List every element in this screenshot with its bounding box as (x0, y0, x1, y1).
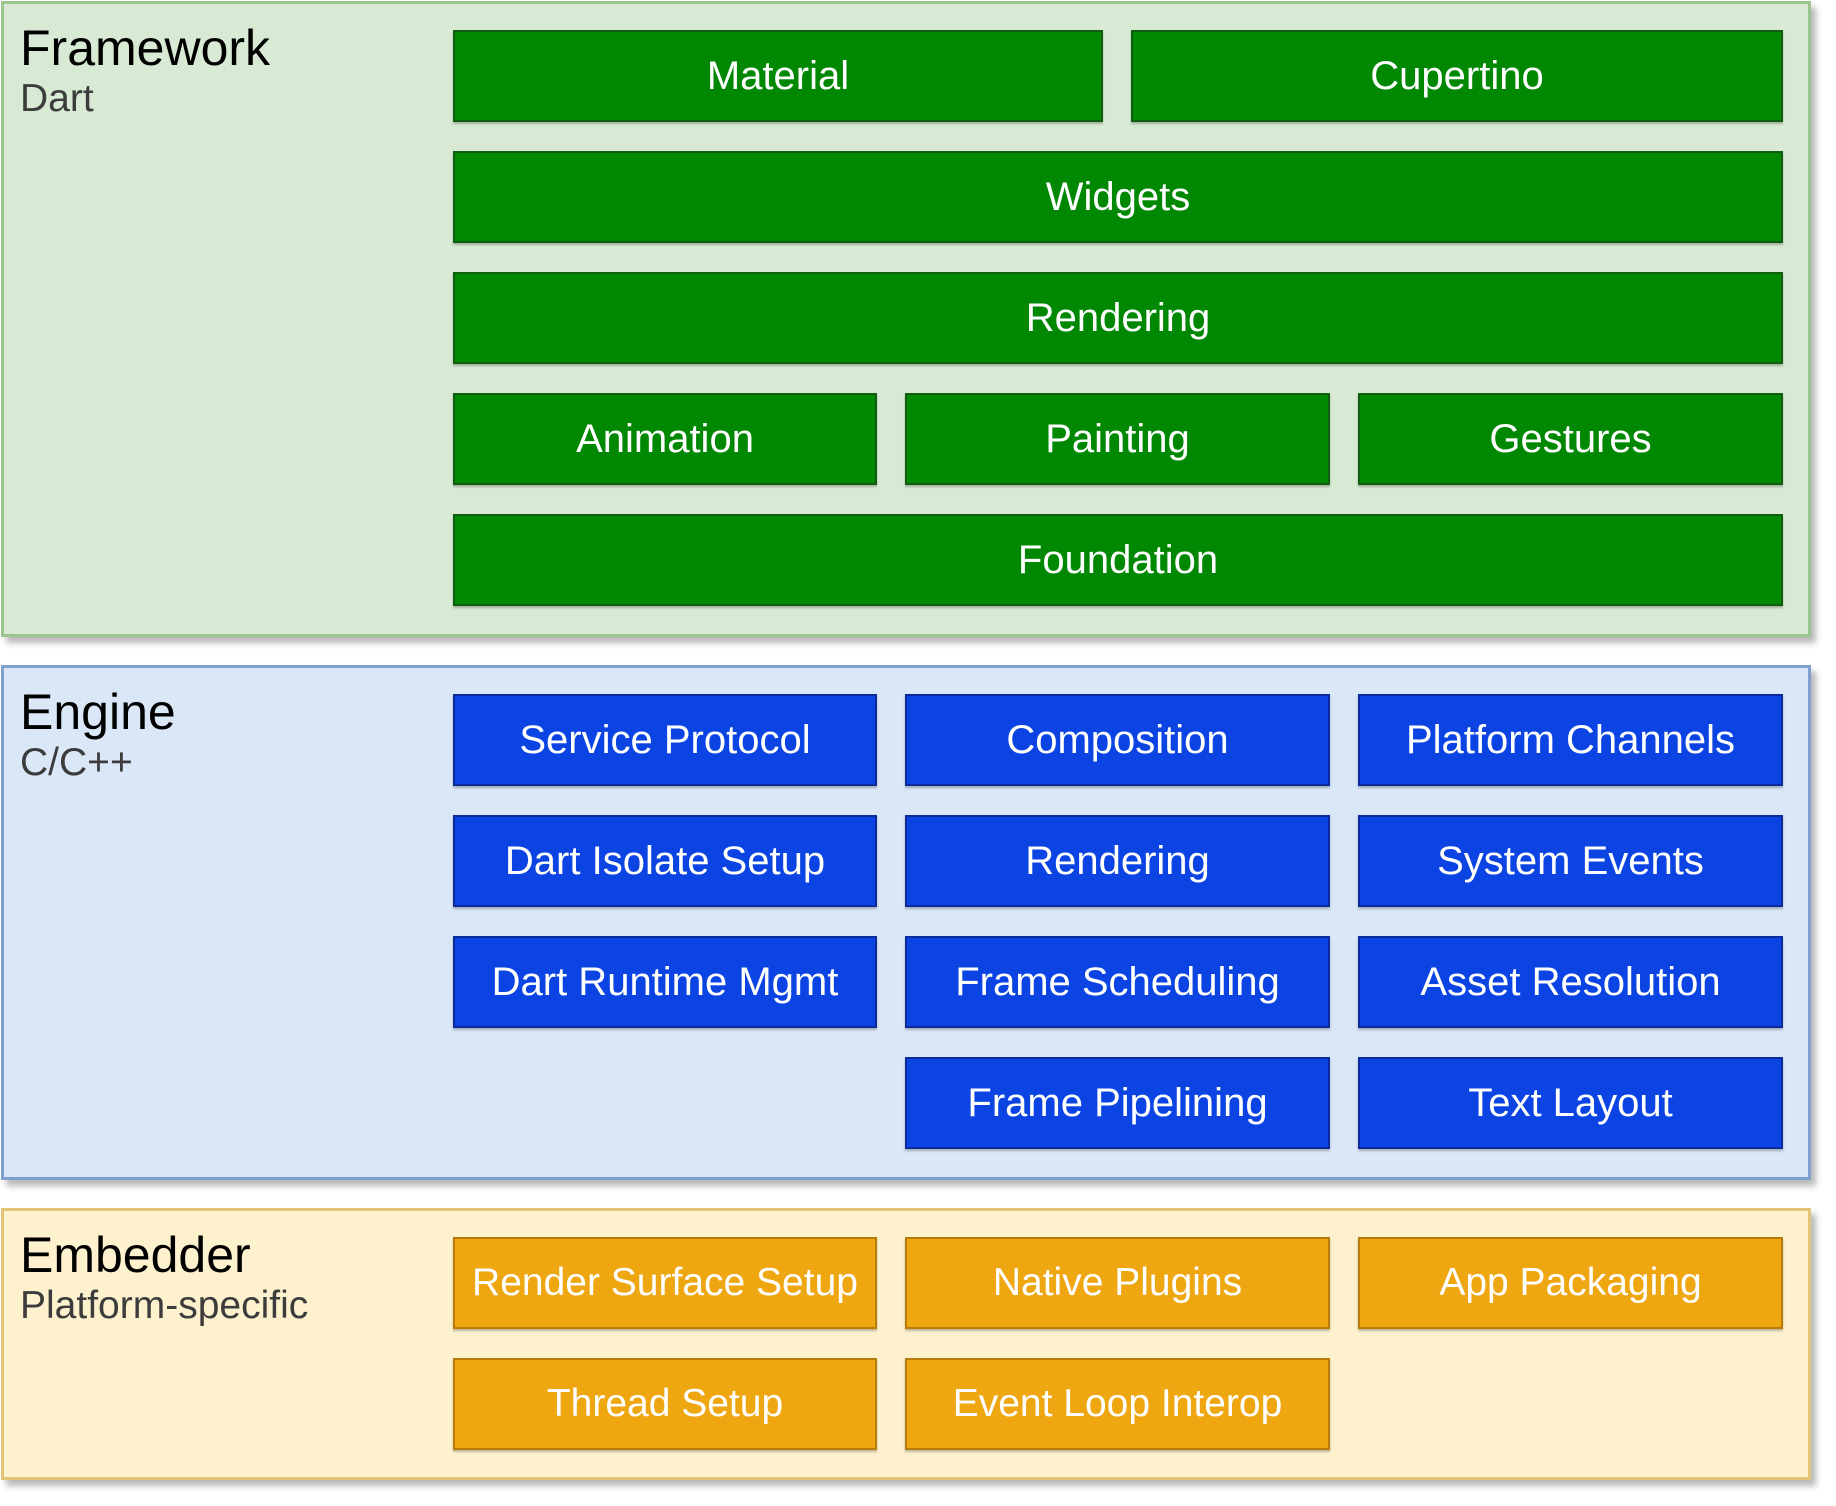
event-loop-interop-block: Event Loop Interop (905, 1358, 1330, 1450)
text-layout-block: Text Layout (1358, 1057, 1783, 1149)
material-block: Material (453, 30, 1103, 122)
engine-subtitle: C/C++ (20, 741, 133, 784)
asset-resolution-block: Asset Resolution (1358, 936, 1783, 1028)
framework-layer: Framework Dart Material Cupertino Widget… (1, 1, 1811, 637)
native-plugins-block: Native Plugins (905, 1237, 1330, 1329)
dart-isolate-setup-block: Dart Isolate Setup (453, 815, 877, 907)
render-surface-setup-block: Render Surface Setup (453, 1237, 877, 1329)
frame-pipelining-block: Frame Pipelining (905, 1057, 1330, 1149)
embedder-layer: Embedder Platform-specific Render Surfac… (1, 1208, 1811, 1480)
frame-scheduling-block: Frame Scheduling (905, 936, 1330, 1028)
engine-rendering-block: Rendering (905, 815, 1330, 907)
cupertino-block: Cupertino (1131, 30, 1783, 122)
embedder-title: Embedder (20, 1227, 251, 1283)
foundation-block: Foundation (453, 514, 1783, 606)
platform-channels-block: Platform Channels (1358, 694, 1783, 786)
thread-setup-block: Thread Setup (453, 1358, 877, 1450)
framework-subtitle: Dart (20, 77, 94, 120)
engine-title: Engine (20, 684, 176, 740)
gestures-block: Gestures (1358, 393, 1783, 485)
embedder-subtitle: Platform-specific (20, 1284, 309, 1327)
engine-layer: Engine C/C++ Service Protocol Compositio… (1, 665, 1811, 1180)
composition-block: Composition (905, 694, 1330, 786)
widgets-block: Widgets (453, 151, 1783, 243)
framework-rendering-block: Rendering (453, 272, 1783, 364)
animation-block: Animation (453, 393, 877, 485)
system-events-block: System Events (1358, 815, 1783, 907)
service-protocol-block: Service Protocol (453, 694, 877, 786)
painting-block: Painting (905, 393, 1330, 485)
framework-title: Framework (20, 20, 271, 76)
dart-runtime-mgmt-block: Dart Runtime Mgmt (453, 936, 877, 1028)
app-packaging-block: App Packaging (1358, 1237, 1783, 1329)
